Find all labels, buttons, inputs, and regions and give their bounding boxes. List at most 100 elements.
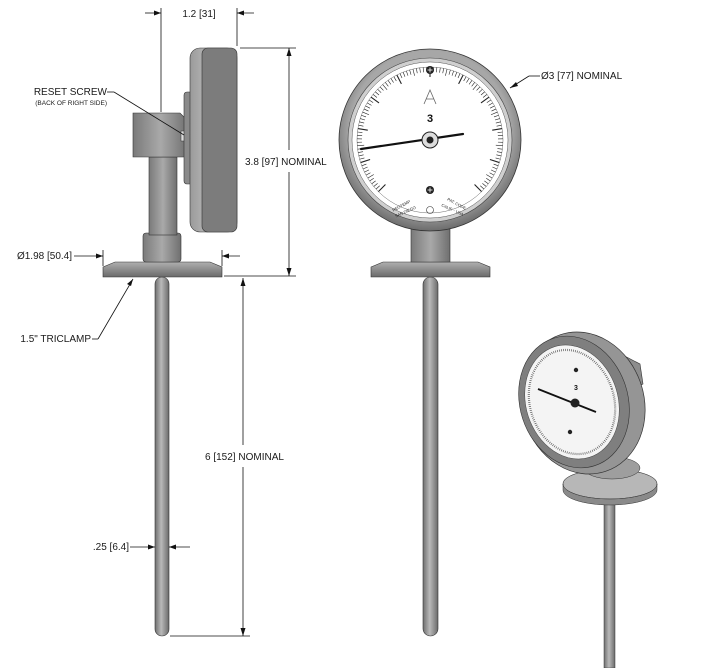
dial-tick — [370, 96, 380, 104]
iso-pointer-hub — [570, 398, 580, 408]
dial-tick — [364, 169, 370, 173]
dial-tick — [457, 73, 461, 79]
dial-tick — [369, 177, 374, 182]
dial-tick — [358, 124, 364, 127]
side-bezel — [201, 47, 238, 233]
iso-pointer — [537, 388, 597, 413]
dial-tick — [490, 169, 496, 173]
side-neck — [148, 156, 178, 236]
dial-tick — [490, 111, 498, 116]
dial-tick — [385, 82, 389, 87]
dial-tick — [445, 68, 448, 76]
dial-tick — [377, 184, 386, 193]
dial-tick — [471, 82, 475, 87]
dial-tick — [439, 67, 441, 73]
dial-tick — [478, 88, 483, 93]
dial-tick — [377, 88, 382, 93]
side-ferrule — [142, 232, 182, 263]
iso-view: 3 — [518, 331, 658, 668]
side-stem — [154, 276, 170, 637]
dial-tick — [497, 131, 503, 133]
dial-tick — [463, 76, 467, 82]
dial-tick — [482, 183, 487, 187]
dial-tick — [458, 74, 464, 85]
dial-tick — [362, 166, 368, 170]
dial-tick — [361, 163, 367, 167]
pointer-needle — [359, 132, 465, 151]
dial-tick — [474, 184, 483, 193]
dial-tick — [492, 166, 498, 170]
dim-height: 3.8 [97] NOMINAL — [245, 157, 327, 168]
dial-tick — [495, 121, 501, 124]
dial-tick — [375, 185, 380, 190]
side-head-block — [132, 112, 189, 158]
logo-number: 3 — [427, 113, 433, 125]
dim-reset-screw: RESET SCREW — [34, 87, 108, 98]
dial-tick — [360, 118, 366, 121]
dial-tick — [486, 174, 493, 179]
front-dimension-lines — [509, 75, 540, 89]
dial-tick — [365, 105, 371, 109]
dial-tick — [480, 96, 490, 104]
dial-tick — [402, 72, 406, 77]
dial-tick — [358, 151, 364, 153]
dim-stem-length: 6 [152] NOMINAL — [205, 452, 284, 463]
dial-tick — [496, 124, 502, 127]
dim-reset-screw-note: (BACK OF RIGHT SIDE) — [35, 100, 107, 107]
dial-tick — [497, 148, 503, 150]
dial-tick — [371, 180, 376, 185]
side-triclamp — [102, 261, 223, 278]
dial-tick — [359, 121, 365, 124]
iso-dial-ticks — [527, 348, 617, 456]
dial-tick — [406, 70, 409, 76]
dial-tick — [409, 69, 412, 75]
dial-tick — [362, 111, 370, 116]
dial-tick — [399, 73, 403, 79]
dial-tick — [468, 80, 473, 85]
dim-dial-diameter: Ø3 [77] NOMINAL — [541, 71, 623, 82]
dial-tick — [480, 185, 485, 190]
dial-tick — [451, 70, 454, 76]
front-view: 3 REOTEMP SAN DIEGO PAT. CODE CALIF. - U… — [338, 48, 522, 637]
side-dimension-lines — [74, 8, 296, 637]
pointer-hub-center — [426, 136, 434, 144]
iso-top-screw — [573, 367, 579, 373]
iso-bottom-screw — [567, 429, 573, 435]
dial-tick — [361, 114, 367, 118]
front-triclamp — [370, 261, 491, 278]
dial-tick — [466, 78, 470, 83]
dial-tick — [496, 154, 502, 157]
dial-tick — [368, 99, 374, 103]
dial-tick — [486, 177, 491, 182]
logo-mark — [423, 88, 437, 105]
dial-tick — [396, 74, 402, 85]
dial-tick — [495, 157, 501, 160]
dial-tick — [442, 68, 444, 74]
dial-tick — [375, 91, 380, 96]
dial-tick — [367, 102, 372, 106]
dial-tick — [476, 86, 481, 91]
dial-tick — [372, 94, 378, 98]
dial-tick — [360, 158, 371, 164]
dial-tick — [489, 105, 495, 109]
dim-clamp-diameter: Ø1.98 [50.4] — [17, 251, 72, 262]
dial-tick — [482, 94, 488, 98]
dial-tick — [390, 78, 394, 83]
dial-tick — [480, 91, 485, 96]
dial-tick — [488, 102, 493, 106]
dial-tick — [412, 68, 415, 76]
dial-tick — [379, 86, 384, 91]
dim-bezel-width: 1.2 [31] — [182, 9, 216, 20]
dial-tick — [493, 114, 499, 118]
dial-tick — [492, 128, 503, 131]
dial-tick — [373, 183, 378, 187]
dial-tick — [357, 144, 365, 147]
bottom-screw — [426, 186, 434, 194]
dial-tick — [419, 67, 421, 73]
dial-tick — [358, 154, 364, 157]
dial-tick — [357, 131, 363, 133]
dial-tick — [367, 174, 374, 179]
dial-tick — [454, 72, 458, 77]
dial-tick — [486, 99, 492, 103]
